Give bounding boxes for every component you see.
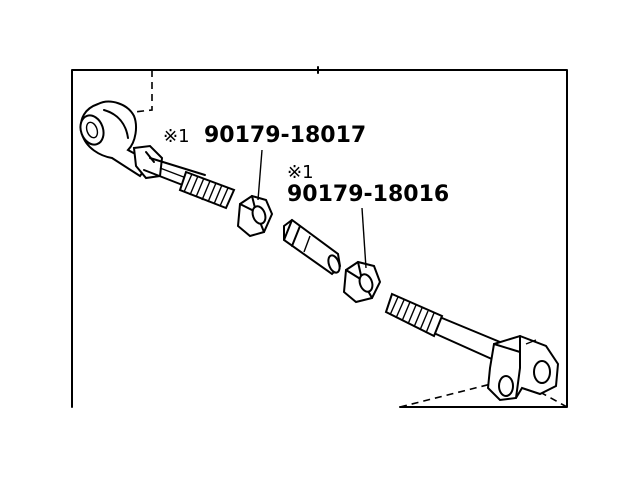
dashed-leader-bottom [399,382,496,408]
nut-18017 [236,194,274,238]
rod-end-right [486,334,560,402]
leader-18016 [361,207,367,269]
turnbuckle-sleeve [283,218,342,276]
thread-left [178,170,236,210]
leader-18017 [257,149,263,201]
thread-right [384,292,444,338]
rod-end-left [79,100,164,180]
rod-right [435,317,501,361]
dashed-leader-top [133,70,153,113]
nut-18016 [342,260,382,304]
part-number-18016: 90179-18016 [287,182,449,207]
part-number-18017: 90179-18017 [204,123,366,148]
callout-mark-18016: ※1 [287,162,314,183]
diagram-frame [71,69,568,408]
callout-mark-18017: ※1 [163,126,190,147]
dashed-leader-corner [539,391,568,408]
